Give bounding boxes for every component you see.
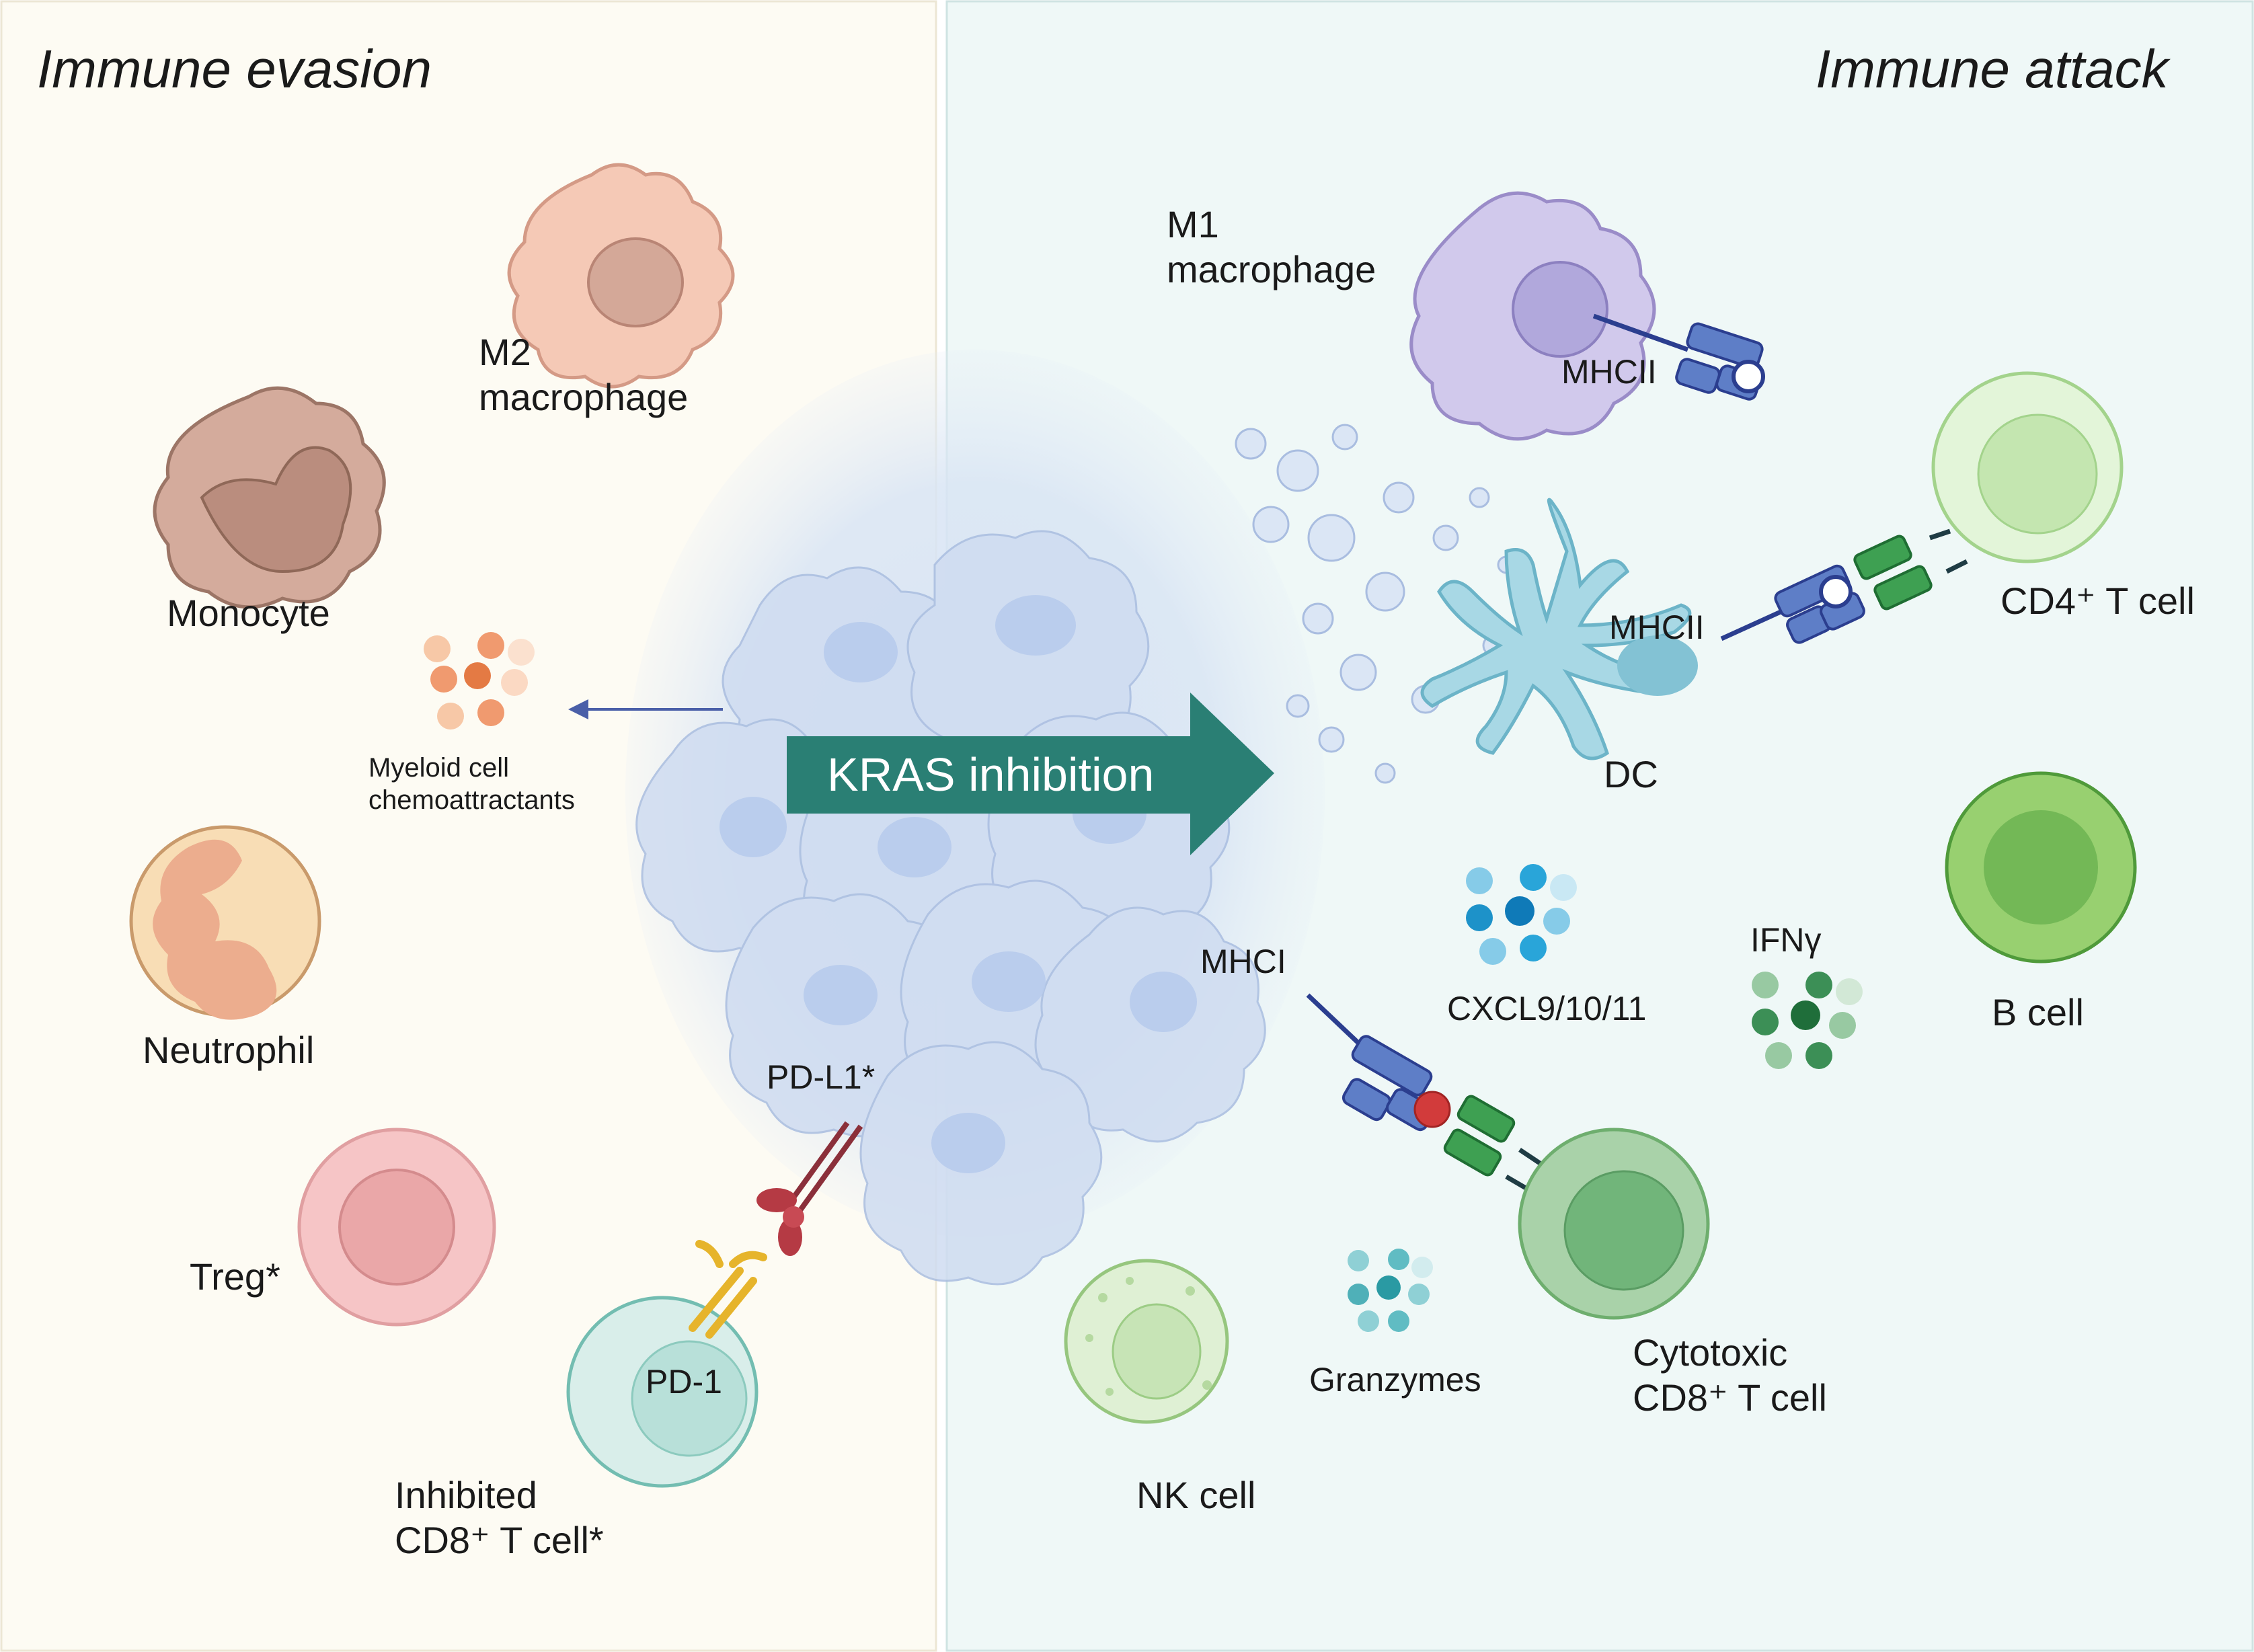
immune-evasion-title: Immune evasion: [37, 39, 432, 99]
ifng-label: IFNγ: [1750, 921, 1822, 959]
treg-icon: [297, 1128, 496, 1327]
m1-macrophage-icon: [1409, 191, 1656, 441]
cytotoxic-cd8-t-cell-icon: [1518, 1128, 1710, 1320]
chemoattractant-particles: [424, 632, 535, 730]
granzyme-particles: [1348, 1249, 1433, 1332]
granzymes-label: Granzymes: [1309, 1361, 1481, 1399]
mhcii-dc-tcr-complex-icon: [1720, 528, 1968, 644]
pd-1-label: PD-1: [646, 1363, 722, 1401]
inhibited-cd8-label-line1: Inhibited: [395, 1474, 537, 1516]
cd4-t-cell-label: CD4⁺ T cell: [2000, 580, 2195, 622]
mhci-tcr-complex-icon: [1306, 993, 1561, 1203]
nk-cell-icon: [1064, 1259, 1229, 1424]
cytotoxic-cd8-label-line2: CD8⁺ T cell: [1633, 1376, 1827, 1419]
monocyte-icon: [153, 386, 386, 609]
inhibited-cd8-label-line2: CD8⁺ T cell*: [395, 1519, 604, 1561]
treg-label: Treg*: [190, 1255, 280, 1298]
kras-inhibition-label: KRAS inhibition: [827, 748, 1155, 801]
nk-cell-label: NK cell: [1136, 1474, 1256, 1516]
pd-1-receptor-icon: [689, 1240, 767, 1339]
b-cell-icon: [1945, 771, 2137, 963]
dc-label: DC: [1604, 753, 1658, 795]
dendritic-cell-icon: [1420, 498, 1698, 760]
neutrophil-icon: [129, 825, 321, 1020]
cxcl-label: CXCL9/10/11: [1447, 990, 1647, 1027]
immune-attack-title: Immune attack: [1816, 39, 2169, 99]
kras-inhibition-arrow: [787, 693, 1274, 855]
chemoattractants-label-line2: chemoattractants: [368, 785, 575, 815]
cxcl-chemokine-particles: [1466, 864, 1577, 965]
pd-l1-ligand-icon: [756, 1121, 863, 1256]
pd-l1-label: PD-L1*: [767, 1058, 876, 1096]
mhcii-dc-label: MHCII: [1609, 608, 1705, 646]
ifng-cytokine-particles: [1752, 972, 1863, 1069]
mhci-label: MHCI: [1200, 943, 1286, 980]
mhcii-macrophage-receptor-icon: [1592, 313, 1765, 401]
b-cell-label: B cell: [1992, 991, 2084, 1033]
m1-macrophage-label-line1: M1: [1167, 203, 1219, 245]
monocyte-label: Monocyte: [167, 592, 330, 634]
chemoattractants-label-line1: Myeloid cell: [368, 753, 509, 783]
neutrophil-label: Neutrophil: [143, 1029, 315, 1071]
cytotoxic-cd8-label-line1: Cytotoxic: [1633, 1331, 1788, 1374]
m2-macrophage-label-line1: M2: [479, 331, 531, 373]
mhcii-macrophage-label: MHCII: [1561, 353, 1657, 391]
cd4-t-cell-icon: [1931, 371, 2124, 563]
m2-macrophage-label-line2: macrophage: [479, 376, 689, 418]
m1-macrophage-label-line2: macrophage: [1167, 248, 1376, 290]
m2-macrophage-icon: [507, 163, 735, 389]
inhibited-cd8-t-cell-icon: [566, 1296, 759, 1488]
